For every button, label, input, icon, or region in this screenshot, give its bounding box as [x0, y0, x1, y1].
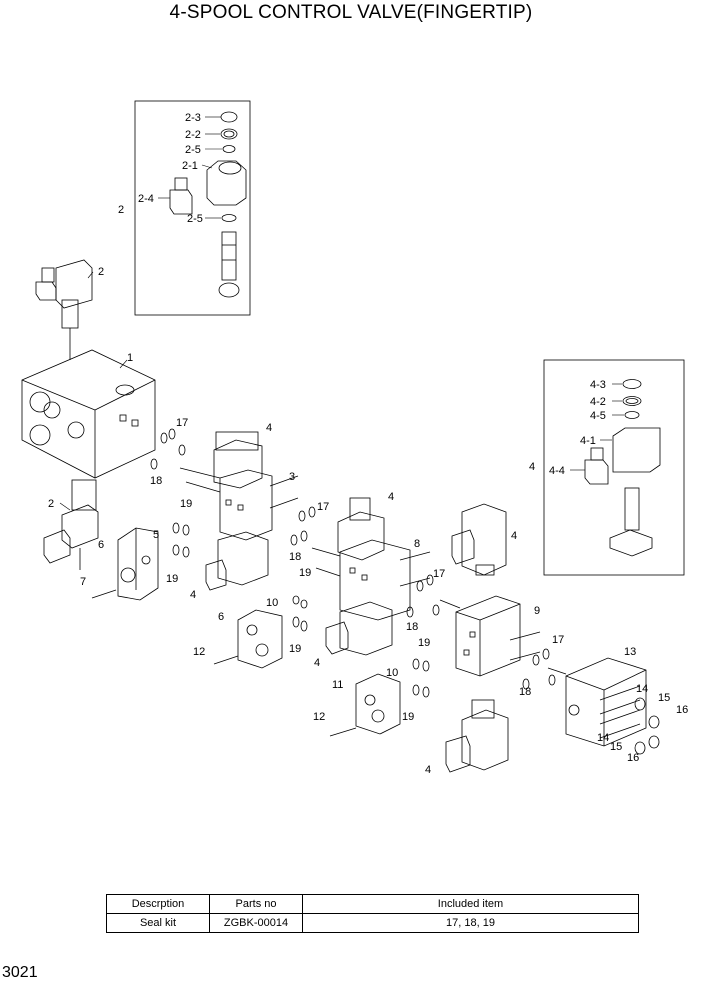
callout-17: 17 — [176, 417, 188, 429]
callout-4-2: 4-2 — [590, 396, 606, 408]
callout-4: 4 — [425, 764, 431, 776]
callout-4: 4 — [388, 491, 394, 503]
callout-15: 15 — [610, 741, 622, 753]
solenoid-cartridge-item-2-bottom — [43, 479, 99, 570]
callout-4: 4 — [511, 530, 517, 542]
callout-4-3: 4-3 — [590, 379, 606, 391]
callout-2: 2 — [48, 498, 54, 510]
callout-18: 18 — [150, 475, 162, 487]
cover-block-item-6-left — [91, 527, 159, 601]
cover-block-item-11 — [329, 673, 401, 737]
callout-15: 15 — [658, 692, 670, 704]
item-4-exploded-parts — [584, 379, 661, 557]
page-number: 3021 — [2, 964, 38, 981]
end-cover-item-13 — [547, 657, 647, 747]
callout-6: 6 — [218, 611, 224, 623]
callout-13: 13 — [624, 646, 636, 658]
callout-12: 12 — [313, 711, 325, 723]
callout-14: 14 — [636, 683, 648, 695]
callout-19: 19 — [166, 573, 178, 585]
valve-section-item-8 — [311, 497, 431, 656]
callout-2-4: 2-4 — [138, 193, 154, 205]
item-2-exploded-parts — [169, 111, 247, 298]
callout-2-5: 2-5 — [185, 144, 201, 156]
callout-3: 3 — [289, 471, 295, 483]
callout-16: 16 — [627, 752, 639, 764]
callout-17: 17 — [433, 568, 445, 580]
callout-4: 4 — [190, 589, 196, 601]
callout-19: 19 — [402, 711, 414, 723]
callout-1: 1 — [127, 352, 133, 364]
cover-block-item-6-middle — [213, 609, 283, 669]
table-row: Seal kit ZGBK-00014 17, 18, 19 — [106, 913, 639, 933]
table-cell: ZGBK-00014 — [209, 913, 303, 933]
callout-2-2: 2-2 — [185, 129, 201, 141]
callout-2-3: 2-3 — [185, 112, 201, 124]
valve-section-item-3 — [179, 431, 299, 591]
detail-box-item-2 — [134, 100, 251, 316]
callout-5: 5 — [153, 529, 159, 541]
callout-10: 10 — [386, 667, 398, 679]
callout-4-4: 4-4 — [549, 465, 565, 477]
callout-17: 17 — [317, 501, 329, 513]
table-header-row: Descrption Parts no Included item — [106, 894, 639, 914]
solenoid-item-4-right — [451, 503, 507, 576]
page-title: 4-SPOOL CONTROL VALVE(FINGERTIP) — [169, 2, 533, 23]
seal-rings — [150, 428, 556, 698]
table-cell: 17, 18, 19 — [302, 913, 639, 933]
callout-18: 18 — [406, 621, 418, 633]
callout-17: 17 — [552, 634, 564, 646]
callout-4-5: 4-5 — [590, 410, 606, 422]
callout-12: 12 — [193, 646, 205, 658]
callout-2: 2 — [118, 204, 124, 216]
callout-19: 19 — [418, 637, 430, 649]
callout-7: 7 — [80, 576, 86, 588]
callout-2: 2 — [98, 266, 104, 278]
callout-19: 19 — [299, 567, 311, 579]
manifold-block-item-1 — [21, 349, 156, 479]
callout-6: 6 — [98, 539, 104, 551]
callout-4: 4 — [266, 422, 272, 434]
callout-11: 11 — [332, 679, 343, 691]
column-header: Parts no — [209, 894, 303, 914]
callout-2-1: 2-1 — [182, 160, 198, 172]
callout-leaders — [59, 116, 624, 511]
solenoid-item-4-bottom — [445, 699, 509, 773]
callout-2-5: 2-5 — [187, 213, 203, 225]
callout-9: 9 — [534, 605, 540, 617]
callout-19: 19 — [289, 643, 301, 655]
callout-14: 14 — [597, 732, 609, 744]
callout-10: 10 — [266, 597, 278, 609]
table-cell: Seal kit — [106, 913, 210, 933]
detail-box-item-4 — [543, 359, 685, 576]
callout-4: 4 — [529, 461, 535, 473]
callout-16: 16 — [676, 704, 688, 716]
callout-18: 18 — [289, 551, 301, 563]
callout-4: 4 — [314, 657, 320, 669]
callout-18: 18 — [519, 686, 531, 698]
callout-4-1: 4-1 — [580, 435, 596, 447]
solenoid-cartridge-item-2-top — [35, 259, 93, 360]
column-header: Descrption — [106, 894, 210, 914]
callout-labels: 2-3 2-2 2-5 2-1 2-4 2-5 2 2 1 2 17 18 4 … — [48, 112, 688, 776]
callout-8: 8 — [414, 538, 420, 550]
nuts-and-washers-items-15-16 — [634, 697, 660, 755]
valve-section-item-9 — [439, 595, 541, 677]
callout-19: 19 — [180, 498, 192, 510]
seal-kit-table: Descrption Parts no Included item Seal k… — [106, 894, 639, 933]
column-header: Included item — [302, 894, 639, 914]
